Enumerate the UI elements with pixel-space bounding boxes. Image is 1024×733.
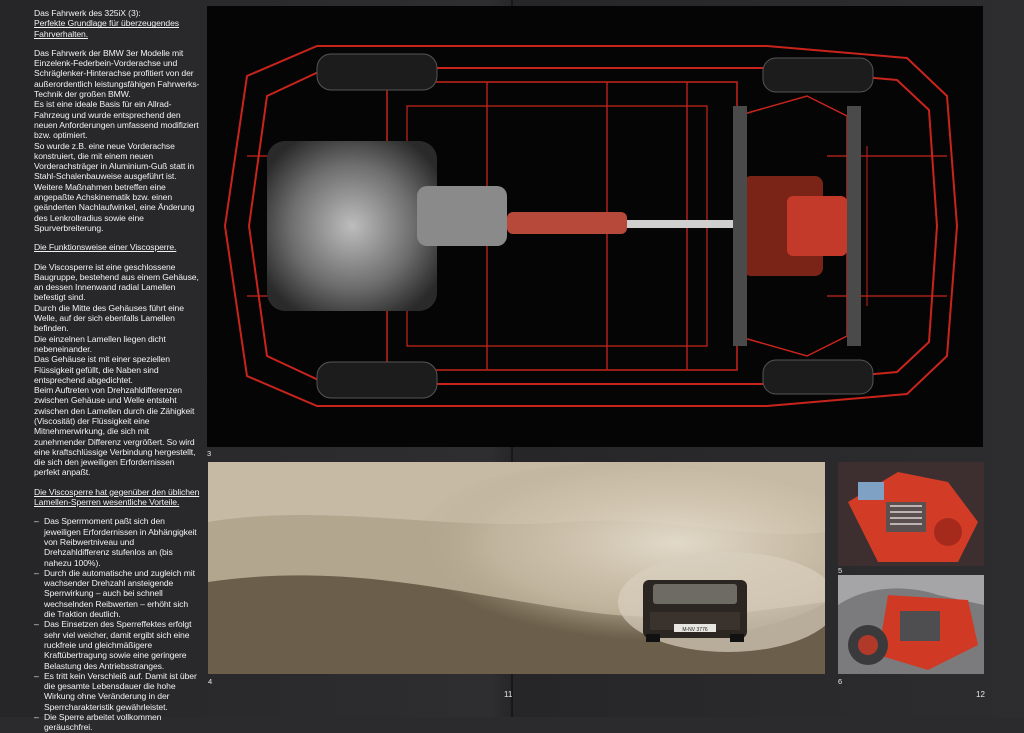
figure-number: 6 <box>838 677 843 686</box>
page-number-right: 12 <box>976 690 985 699</box>
figure-number: 4 <box>208 677 213 686</box>
heading-fahrwerk: Das Fahrwerk des 325iX (3): Perfekte Gru… <box>34 8 200 39</box>
paragraph-text: Weitere Maßnahmen betreffen eine angepaß… <box>34 181 195 233</box>
page-number-left: 11 <box>504 690 513 699</box>
heading-vorteile: Die Viscosperre hat gegenüber den üblich… <box>34 486 200 508</box>
paragraph-text: Durch die Mitte des Gehäuses führt eine … <box>34 302 184 334</box>
text-column: Das Fahrwerk des 325iX (3): Perfekte Gru… <box>34 8 200 733</box>
chassis-wireframe-photo <box>207 6 983 447</box>
paragraph-text: So wurde z.B. eine neue Vorderachse kons… <box>34 140 195 182</box>
heading-viscosperre: Die Funktionsweise einer Viscosperre. <box>34 242 177 253</box>
offroad-scene-illustration: M-NV 3776 <box>208 462 825 674</box>
list-item: Das Sperrmoment paßt sich den jeweiligen… <box>34 516 200 567</box>
paragraph-text: Beim Auftreten von Drehzahldifferenzen z… <box>34 385 196 478</box>
paragraph-text: Die Viscosperre ist eine geschlossene Ba… <box>34 261 199 303</box>
offroad-car-photo: M-NV 3776 <box>208 462 825 674</box>
differential-cutaway-illustration <box>838 462 984 566</box>
paragraph-text: Es ist eine ideale Basis für ein Allrad-… <box>34 99 199 141</box>
paragraph-text: Die einzelnen Lamellen liegen dicht nebe… <box>34 333 166 354</box>
heading-fahrwerk-line2: Perfekte Grundlage für überzeugendes Fah… <box>34 18 179 39</box>
license-plate: M-NV 3776 <box>682 627 708 633</box>
list-item: Das Einsetzen des Sperreffektes erfolgt … <box>34 619 200 670</box>
figure-number: 3 <box>207 449 212 458</box>
transfer-case-detail-photo <box>838 575 984 674</box>
advantages-list: Das Sperrmoment paßt sich den jeweiligen… <box>34 516 200 732</box>
paragraph-text: Das Fahrwerk der BMW 3er Modelle mit Ein… <box>34 47 200 100</box>
list-item: Es tritt kein Verschleiß auf. Damit ist … <box>34 671 200 712</box>
transfer-case-cutaway-illustration <box>838 575 984 674</box>
list-item: Die Sperre arbeitet vollkommen geräuschf… <box>34 712 200 733</box>
paragraph-text: Das Gehäuse ist mit einer speziellen Flü… <box>34 354 170 385</box>
heading-fahrwerk-line1: Das Fahrwerk des 325iX (3): <box>34 8 141 18</box>
list-item: Durch die automatische und zugleich mit … <box>34 568 200 619</box>
figure-number: 5 <box>838 566 843 575</box>
chassis-wireframe-illustration <box>223 45 959 407</box>
paragraph: Das Fahrwerk der BMW 3er Modelle mit Ein… <box>34 48 200 233</box>
paragraph: Die Viscosperre ist eine geschlossene Ba… <box>34 262 200 478</box>
viscous-coupling-detail-photo <box>838 462 984 566</box>
